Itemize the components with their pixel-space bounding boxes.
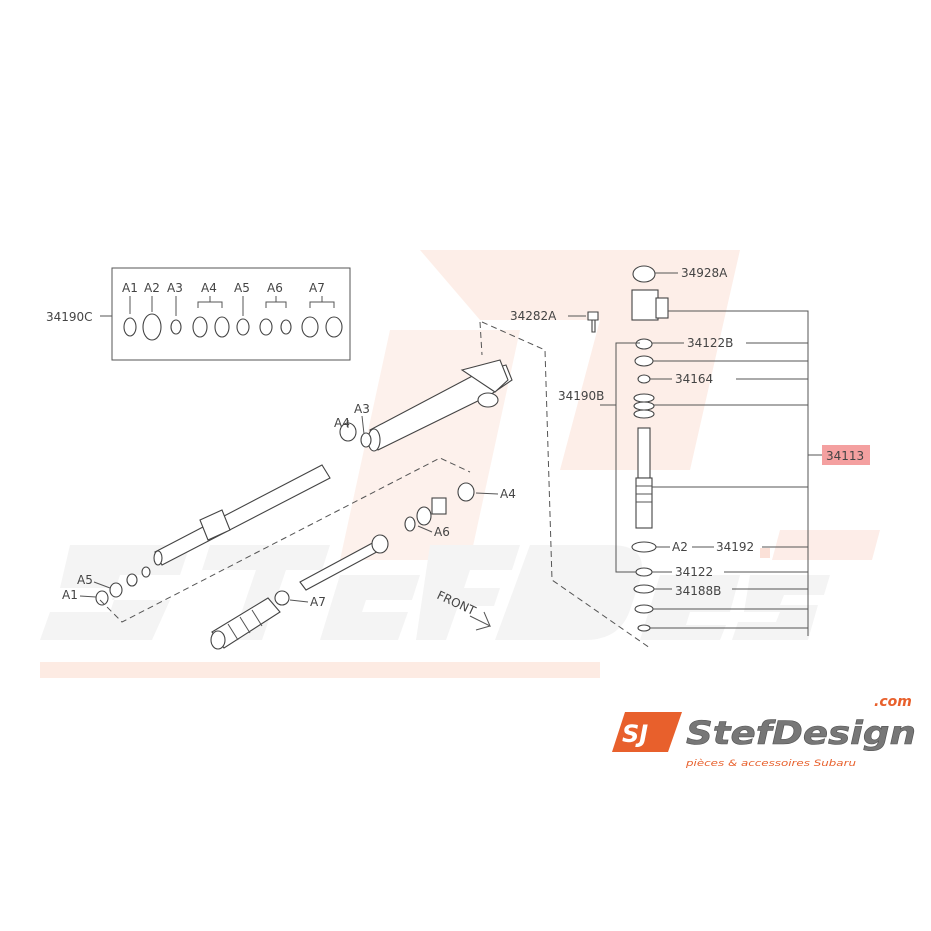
callout-34113[interactable]: 34113: [826, 449, 864, 463]
callout-a4-rack: A4: [334, 416, 350, 430]
kit-part-number: 34190C: [46, 310, 93, 324]
callout-34122: 34122: [675, 565, 713, 579]
watermark: [40, 250, 880, 678]
kit-item-a4: A4: [201, 281, 217, 295]
rack-shaft: [153, 464, 331, 566]
logo-monogram: SJ: [622, 720, 648, 748]
rack-housing: [367, 359, 513, 452]
callout-34122b: 34122B: [687, 336, 733, 350]
left-seals: [95, 566, 151, 606]
logo-brand: StefDesign: [686, 714, 916, 752]
pinion-stack: [631, 265, 669, 632]
watermark-dotcom-shape: [760, 530, 880, 560]
kit-item-a2: A2: [144, 281, 160, 295]
kit-item-a6: A6: [267, 281, 283, 295]
callout-a3-rack: A3: [354, 402, 370, 416]
logo-tagline: pièces & accessoires Subaru: [685, 758, 857, 769]
kit-item-a3: A3: [167, 281, 183, 295]
callout-a7-boot: A7: [310, 595, 326, 609]
phantom-line-right: [479, 321, 651, 649]
callout-34928a: 34928A: [681, 266, 728, 280]
callout-a5-left: A5: [77, 573, 93, 587]
bolt-34282a: [587, 311, 599, 333]
logo-dotcom: .com: [874, 694, 912, 710]
callout-34192: 34192: [716, 540, 754, 554]
watermark-tagline-shape: [40, 662, 600, 678]
highlight-34113: [822, 445, 870, 465]
callout-34164: 34164: [675, 372, 713, 386]
kit-item-a7: A7: [309, 281, 325, 295]
callout-34190b: 34190B: [558, 389, 604, 403]
watermark-brand-shape: [40, 545, 830, 640]
phantom-line-lower: [99, 457, 471, 623]
kit-item-a1: A1: [122, 281, 138, 295]
kit-item-a5: A5: [234, 281, 250, 295]
kit-box: 34190C A1 A2 A3 A4 A5 A6 A7: [46, 267, 351, 361]
tie-rod: [299, 534, 389, 591]
callout-a4-right: A4: [500, 487, 516, 501]
boot-clamp-a7: [274, 590, 290, 606]
callout-34282a: 34282A: [510, 309, 557, 323]
mid-seals: [404, 482, 475, 532]
rack-seal-a3: [360, 432, 372, 448]
callout-34188b: 34188B: [675, 584, 721, 598]
callout-a1-left: A1: [62, 588, 78, 602]
logo-monogram-badge: [612, 712, 682, 752]
leader-lines: [600, 272, 824, 636]
boot: [210, 597, 281, 650]
callout-a2-right: A2: [672, 540, 688, 554]
stefdesign-logo: SJ StefDesign .com pièces & accessoires …: [612, 694, 916, 769]
callout-a6-mid: A6: [434, 525, 450, 539]
